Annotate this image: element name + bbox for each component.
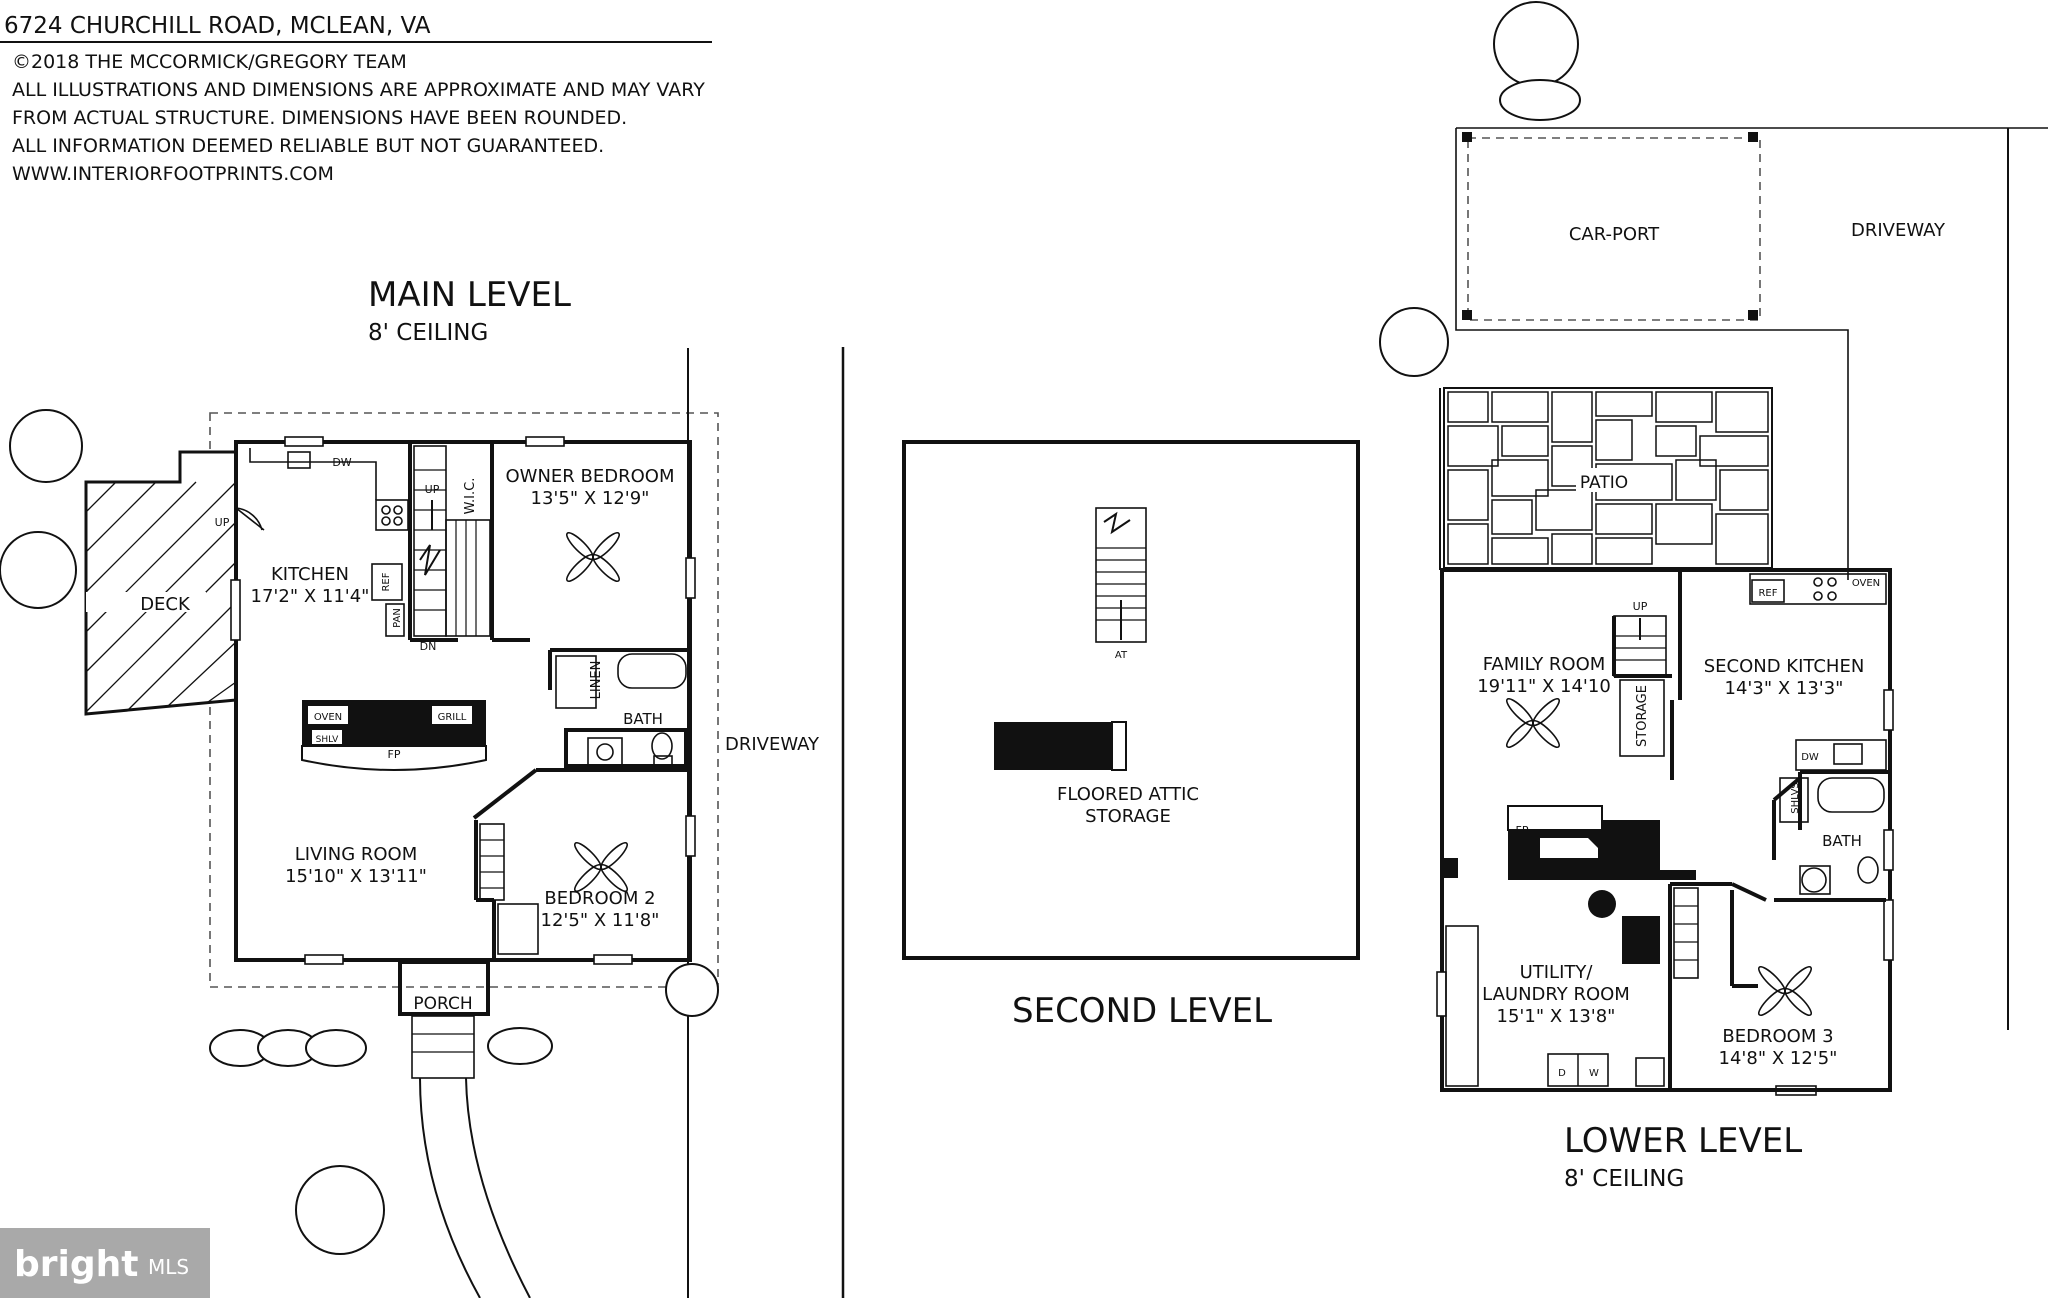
website-line: WWW.INTERIORFOOTPRINTS.COM (12, 163, 334, 185)
lower-bath-label: BATH (1822, 832, 1862, 850)
bedroom2-name: BEDROOM 2 (544, 888, 655, 909)
main-driveway-label: DRIVEWAY (725, 734, 820, 755)
attic-label-line1: FLOORED ATTIC (1057, 784, 1199, 805)
linen-label: LINEN (589, 661, 604, 700)
lower-fireplace: FP (1507, 805, 1696, 880)
watermark-brand: bright (14, 1244, 138, 1285)
main-level-title: MAIN LEVEL (368, 275, 571, 315)
washer-label: W (1589, 1068, 1599, 1079)
ref-label: REF (381, 572, 392, 591)
family-room-dim: 19'11" X 14'10 (1477, 676, 1611, 697)
family-room-fan-icon (1505, 697, 1561, 749)
lower-driveway-label: DRIVEWAY (1851, 220, 1946, 241)
patio-label: PATIO (1580, 473, 1628, 493)
shlvs-label: SHLVS (1790, 782, 1801, 814)
header-block: 6724 CHURCHILL ROAD, MCLEAN, VA ©2018 TH… (0, 13, 712, 185)
lower-oven-label: OVEN (1852, 578, 1880, 589)
carport-label: CAR-PORT (1569, 224, 1660, 245)
copyright-line: ©2018 THE MCCORMICK/GREGORY TEAM (12, 51, 407, 73)
main-bath-label: BATH (623, 710, 663, 728)
main-level-plan: MAIN LEVEL 8' CEILING DECK (84, 275, 820, 1298)
bedroom2-fan-icon (573, 841, 629, 893)
dn-stair-label: DN (420, 640, 437, 653)
disclaimer-line-1: ALL ILLUSTRATIONS AND DIMENSIONS ARE APP… (12, 79, 705, 101)
lower-level-plan: CAR-PORT DRIVEWAY PATIO (1436, 127, 2048, 1192)
utility-name: UTILITY/ (1520, 962, 1594, 983)
main-stairs: UP DN (413, 445, 491, 653)
lower-up-label: UP (1633, 600, 1648, 613)
lower-level-ceiling: 8' CEILING (1564, 1166, 1684, 1192)
pan-label: PAN (392, 608, 403, 628)
second-kitchen-name: SECOND KITCHEN (1704, 656, 1865, 677)
kitchen-dim: 17'2" X 11'4" (251, 586, 370, 607)
owner-bedroom-dim: 13'5" X 12'9" (531, 488, 650, 509)
deck-label: DECK (140, 594, 191, 615)
fp-label: FP (388, 748, 401, 761)
second-level-plan: AT FLOORED ATTIC STORAGE SECOND LEVEL (902, 440, 1360, 1031)
owner-bedroom-fan-icon (565, 531, 621, 583)
kitchen-name: KITCHEN (271, 564, 349, 585)
watermark-suffix: MLS (148, 1255, 189, 1279)
living-room-name: LIVING ROOM (295, 844, 417, 865)
wic-label: W.I.C. (463, 478, 478, 515)
disclaimer-line-3: ALL INFORMATION DEEMED RELIABLE BUT NOT … (12, 135, 604, 157)
attic-stair-label: AT (1115, 650, 1128, 661)
bedroom3-name: BEDROOM 3 (1722, 1026, 1833, 1047)
kitchen-island-fireplace: OVEN GRILL SHLV FP (301, 700, 487, 771)
lower-ref-label: REF (1758, 588, 1777, 599)
family-room-name: FAMILY ROOM (1483, 654, 1606, 675)
bedroom2-dim: 12'5" X 11'8" (541, 910, 660, 931)
second-level-title: SECOND LEVEL (1012, 991, 1272, 1031)
oven-label: OVEN (314, 712, 342, 723)
lower-dw-label: DW (1801, 752, 1819, 763)
porch-label: PORCH (413, 994, 472, 1014)
second-kitchen-dim: 14'3" X 13'3" (1725, 678, 1844, 699)
address-title: 6724 CHURCHILL ROAD, MCLEAN, VA (4, 13, 431, 39)
main-level-ceiling: 8' CEILING (368, 320, 488, 346)
mls-watermark: bright MLS (0, 1228, 210, 1298)
disclaimer-line-2: FROM ACTUAL STRUCTURE. DIMENSIONS HAVE B… (12, 107, 627, 129)
storage-label: STORAGE (1635, 685, 1650, 747)
up-stair-label-1: UP (425, 483, 440, 496)
patio: PATIO (1439, 387, 1773, 570)
up-deck-label: UP (215, 516, 230, 529)
living-room-dim: 15'10" X 13'11" (285, 866, 427, 887)
bedroom3-dim: 14'8" X 12'5" (1719, 1048, 1838, 1069)
owner-bedroom-name: OWNER BEDROOM (506, 466, 675, 487)
utility-name-2: LAUNDRY ROOM (1482, 984, 1630, 1005)
utility-dim: 15'1" X 13'8" (1497, 1006, 1616, 1027)
shlv-label: SHLV (316, 735, 340, 745)
landscape-trees (0, 1, 1581, 1255)
attic-label-line2: STORAGE (1085, 806, 1171, 827)
dw-label: DW (332, 456, 351, 469)
deck: DECK (84, 450, 238, 716)
bedroom3-fan-icon (1757, 965, 1813, 1017)
dryer-label: D (1558, 1068, 1566, 1079)
lower-level-title: LOWER LEVEL (1564, 1121, 1802, 1161)
grill-label: GRILL (438, 712, 467, 723)
